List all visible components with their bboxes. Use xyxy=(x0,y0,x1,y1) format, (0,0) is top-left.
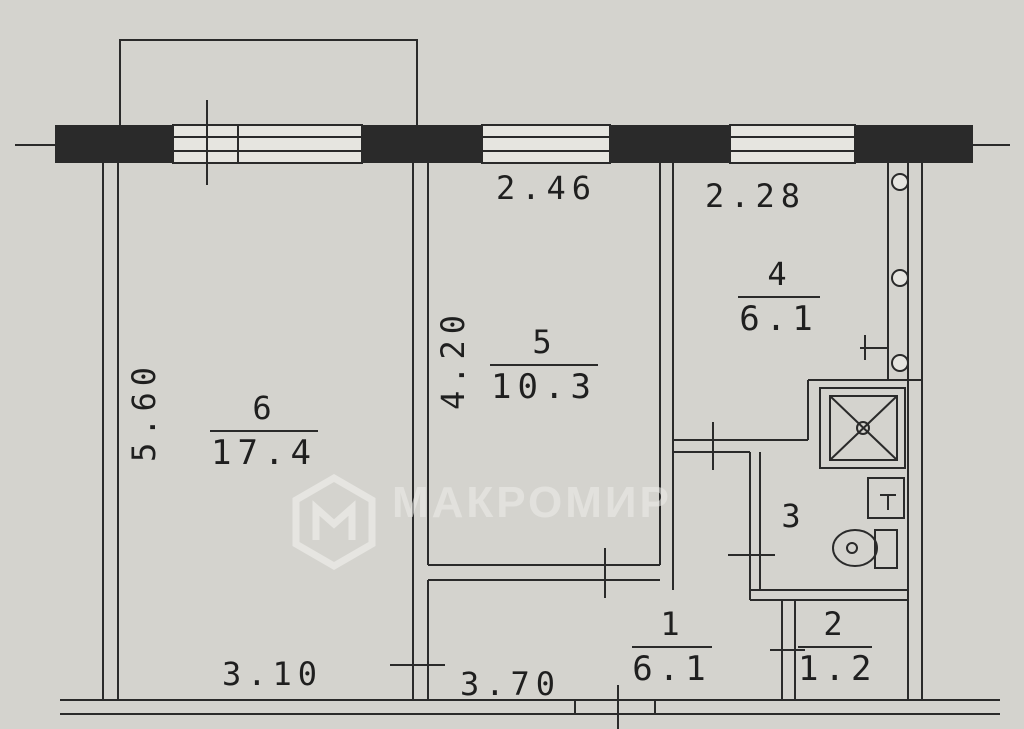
dimension-room4-width: 2.28 xyxy=(705,177,807,215)
room-2-label: 2 1.2 xyxy=(798,608,872,686)
room-number: 3 xyxy=(781,497,805,535)
room-number: 2 xyxy=(823,605,847,643)
room-number: 6 xyxy=(252,389,276,427)
balcony xyxy=(119,39,418,125)
room-4-label: 4 6.1 xyxy=(738,258,820,336)
watermark-text: МАКРОМИР xyxy=(392,478,672,527)
room-area: 17.4 xyxy=(210,430,318,470)
window-middle xyxy=(481,124,611,164)
watermark: МАКРОМИР xyxy=(296,478,672,528)
room-5-label: 5 10.3 xyxy=(490,326,598,404)
room-1-label: 1 6.1 xyxy=(632,608,712,686)
dimension-bottom-left: 3.10 xyxy=(222,655,324,693)
dimension-bottom-right: 3.70 xyxy=(460,665,562,703)
toilet-icon xyxy=(832,529,898,569)
room-number: 1 xyxy=(660,605,684,643)
walls xyxy=(60,163,1000,715)
dimension-room5-depth: 4.20 xyxy=(434,308,472,410)
watermark-logo-icon xyxy=(292,473,376,571)
room-number: 4 xyxy=(767,255,791,293)
room-6-label: 6 17.4 xyxy=(210,392,318,470)
dimension-ticks xyxy=(390,335,888,729)
shaft-outlets xyxy=(891,173,909,372)
room-area: 10.3 xyxy=(490,364,598,404)
room-number: 5 xyxy=(532,323,556,361)
room-3-label: 3 xyxy=(778,500,808,538)
outer-wall-top xyxy=(15,125,1010,163)
dimension-room6-depth: 5.60 xyxy=(125,360,163,462)
room-area: 6.1 xyxy=(632,646,712,686)
window-left xyxy=(172,100,363,185)
sink-icon xyxy=(867,477,905,519)
dimension-room5-width: 2.46 xyxy=(496,169,598,207)
window-right xyxy=(729,124,856,164)
room-area: 1.2 xyxy=(798,646,872,686)
shower-tray-icon xyxy=(819,387,906,469)
room-area: 6.1 xyxy=(738,296,820,336)
